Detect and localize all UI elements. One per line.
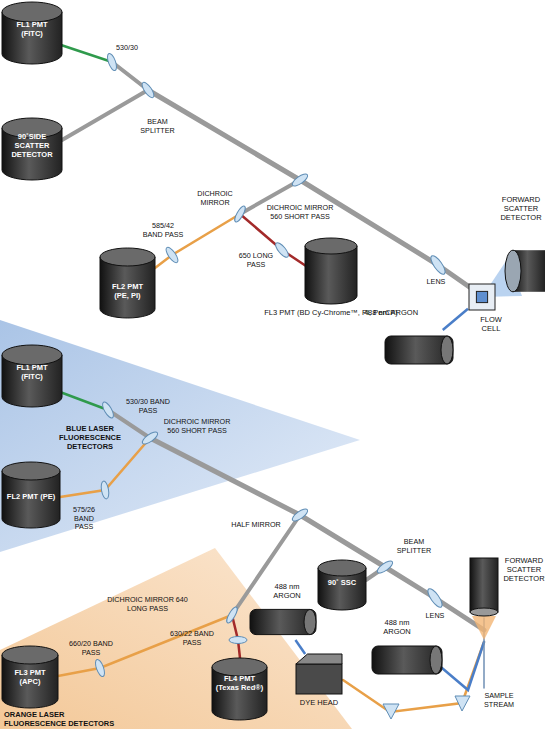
component-label: 585/42 BAND PASS — [142, 222, 184, 239]
scatter-detector: FORWARD SCATTER DETECTOR — [470, 558, 498, 616]
pmt-detector: FL3 PMT (BD Cy-Chrome™, PI, PerCP) — [305, 238, 357, 304]
scatter-detector-shape — [470, 558, 498, 616]
dye-head: DYE HEAD — [296, 654, 342, 694]
component-label: HALF MIRROR — [228, 521, 284, 530]
pmt-detector: 90˚SIDE SCATTER DETECTOR — [2, 118, 62, 180]
detector-label: 90˚ SSC — [321, 578, 363, 587]
argon-laser-shape — [385, 330, 453, 370]
component-label: DICHROIC MIRROR — [194, 190, 236, 207]
detector-label: 488 nm ARGON — [262, 582, 312, 600]
detector-label: FLOW CELL — [476, 315, 506, 333]
laser-beam — [295, 640, 305, 654]
scatter-detector-shape — [505, 245, 545, 297]
detector-label: FL2 PMT (PE, PI) — [104, 282, 151, 300]
component-label: DICHROIC MIRROR 560 SHORT PASS — [158, 418, 236, 435]
argon-laser-shape — [250, 604, 316, 640]
component-label: BEAM SPLITTER — [135, 118, 180, 135]
component-label: BEAM SPLITTER — [392, 538, 436, 555]
detector-label: 488 nm ARGON — [363, 308, 419, 317]
region-label: ORANGE LASER FLUORESCENCE DETECTORS — [4, 710, 124, 728]
argon-laser: 488 nm ARGON — [250, 604, 316, 640]
detector-label: FL3 PMT (APC) — [6, 668, 54, 686]
detector-label: FL2 PMT (PE) — [6, 492, 56, 501]
argon-laser: 488 nm ARGON — [372, 640, 442, 680]
pmt-detector: FL1 PMT (FITC) — [2, 2, 62, 64]
component-label: 530/30 BAND PASS — [116, 398, 180, 415]
flow-cell-shape — [468, 283, 496, 311]
component-label: DICHROIC MIRROR 640 LONG PASS — [100, 596, 195, 613]
component-label: 575/26 BAND PASS — [64, 506, 104, 532]
pmt-detector: FL2 PMT (PE, PI) — [100, 248, 155, 318]
pmt-detector: FL3 PMT (APC) — [2, 646, 58, 708]
flow-cell: FLOW CELL — [468, 283, 496, 311]
component-label: 630/22 BAND PASS — [170, 630, 214, 647]
detector-label: 488 nm ARGON — [372, 618, 422, 636]
component-label: DICHROIC MIRROR 560 SHORT PASS — [262, 204, 338, 221]
component-label: 530/30 — [112, 44, 142, 53]
pmt-detector: FL2 PMT (PE) — [2, 462, 60, 528]
component-label: 660/20 BAND PASS — [68, 640, 114, 657]
pmt-detector: FL4 PMT (Texas Red®) — [212, 658, 267, 720]
pmt-detector-shape — [305, 238, 357, 304]
detector-label: DYE HEAD — [284, 698, 354, 707]
argon-laser: 488 nm ARGON — [385, 330, 453, 370]
component-label: 650 LONG PASS — [236, 252, 276, 269]
scatter-detector: FORWARD SCATTER DETECTOR — [505, 245, 545, 297]
detector-label: FL1 PMT (FITC) — [8, 20, 56, 38]
detector-label: 90˚SIDE SCATTER DETECTOR — [6, 132, 58, 159]
detector-label: FORWARD SCATTER DETECTOR — [502, 556, 546, 583]
argon-laser-shape — [372, 640, 442, 680]
component-label: LENS — [424, 278, 448, 287]
detector-label: FL4 PMT (Texas Red®) — [215, 674, 264, 692]
detector-label: FL1 PMT (FITC) — [8, 363, 56, 381]
detector-label: FORWARD SCATTER DETECTOR — [495, 195, 547, 222]
component-label: LENS — [423, 612, 447, 621]
pmt-detector: FL1 PMT (FITC) — [2, 345, 62, 407]
dye-head-shape — [296, 654, 342, 694]
pmt-detector: 90˚ SSC — [318, 560, 366, 610]
region-label: BLUE LASER FLUORESCENCE DETECTORS — [50, 424, 130, 451]
laser-beam — [443, 309, 468, 330]
component-label: SAMPLE STREAM — [474, 692, 524, 709]
